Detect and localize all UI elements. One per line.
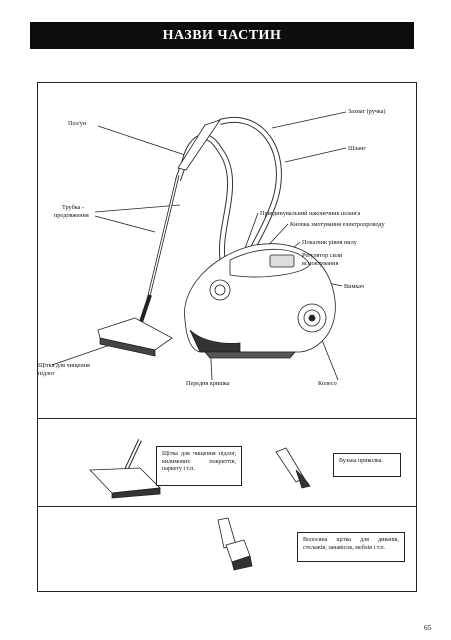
wheel-label: Колесо bbox=[318, 380, 337, 387]
crevice-nozzle-description: Вузька приколка. bbox=[333, 453, 401, 477]
power-regulator-label-line2: всмоктування bbox=[302, 260, 339, 267]
floor-brush-label-line1: Щітка для чищення bbox=[38, 362, 90, 369]
dust-indicator-label: Показчик рівня пилу bbox=[302, 239, 357, 246]
cord-button-label: Кнопка змотування електропроводу bbox=[290, 221, 385, 228]
diagram-frame bbox=[37, 82, 417, 592]
floor-brush-description: Щітка для чищення підлог, килимових покр… bbox=[156, 446, 242, 486]
handle-label: Захват (ручка) bbox=[348, 108, 386, 115]
section-divider bbox=[37, 418, 417, 419]
front-cover-label: Передня кришка bbox=[186, 380, 230, 387]
page-number: 65 bbox=[424, 623, 432, 632]
hose-name-label: Шланг bbox=[348, 145, 366, 152]
tube-label-line1: Трубка - bbox=[62, 204, 84, 211]
page-title: НАЗВИ ЧАСТИН bbox=[30, 22, 414, 49]
section-divider bbox=[37, 506, 417, 507]
upholstery-brush-description: Волосяна щітка для диванів, стелажів, за… bbox=[297, 532, 405, 562]
tube-label-line2: продовження bbox=[54, 212, 89, 219]
hose-label: Поз/ун bbox=[68, 120, 87, 127]
switch-label: Вимкач bbox=[344, 283, 364, 290]
power-regulator-label-line1: Регулятор сили bbox=[302, 252, 343, 259]
floor-brush-label-line2: підлог bbox=[38, 370, 55, 377]
crevice-nozzle-label: Пригдинувальний наконечник шланга bbox=[260, 210, 361, 217]
